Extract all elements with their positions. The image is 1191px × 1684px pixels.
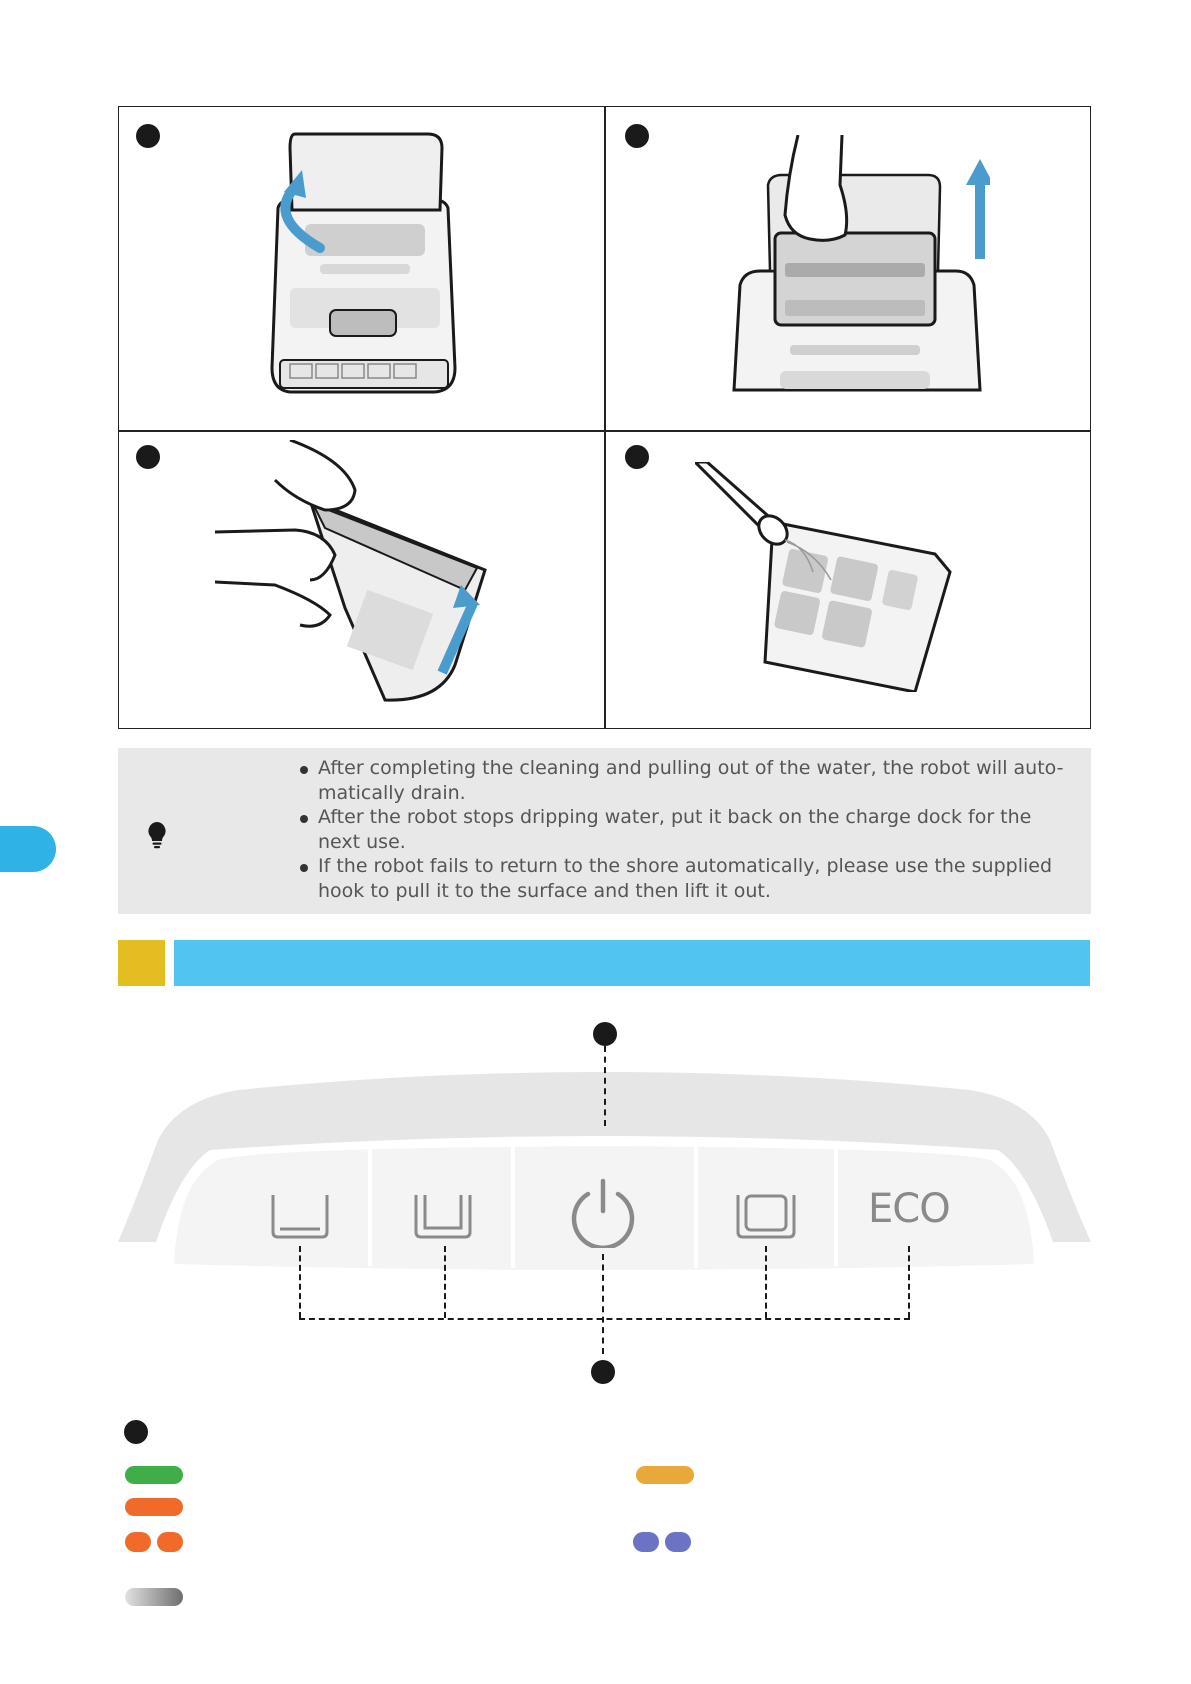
robot-lid-opening-illustration <box>270 132 457 394</box>
step-marker <box>625 124 649 148</box>
gray-fading-indicator <box>125 1588 183 1606</box>
power-icon[interactable] <box>568 1178 638 1248</box>
led-dot <box>125 1532 151 1552</box>
lightbulb-icon <box>148 822 166 849</box>
tip-text: matically drain. <box>318 781 466 804</box>
tip-list: After completing the cleaning and pullin… <box>298 756 1068 903</box>
orange-blinking-indicator <box>125 1532 185 1552</box>
led-dot <box>665 1532 691 1552</box>
callout-marker <box>591 1360 615 1384</box>
step-marker <box>136 124 160 148</box>
filter-rinsing-illustration <box>695 462 952 692</box>
list-item: After completing the cleaning and pullin… <box>298 756 1068 805</box>
callout-marker <box>593 1022 617 1046</box>
led-dot <box>633 1532 659 1552</box>
tip-box <box>118 748 1091 914</box>
step-marker <box>625 445 649 469</box>
filter-basket-emptying-illustration <box>215 440 487 702</box>
list-item: After the robot stops dripping water, pu… <box>298 805 1068 854</box>
callout-line <box>444 1246 446 1318</box>
list-item: If the robot fails to return to the shor… <box>298 854 1068 903</box>
floor-mode-icon[interactable] <box>270 1192 330 1240</box>
grid-divider <box>118 430 1091 432</box>
waterline-mode-icon[interactable] <box>735 1192 797 1240</box>
section-number-block <box>118 940 165 986</box>
tip-text: After the robot stops dripping water, pu… <box>318 806 1032 828</box>
legend-marker <box>124 1420 148 1444</box>
tip-text: If the robot fails to return to the shor… <box>318 855 1053 877</box>
callout-line <box>604 1046 606 1126</box>
amber-solid-indicator <box>636 1466 694 1484</box>
callout-line <box>908 1246 910 1318</box>
callout-line <box>299 1246 301 1318</box>
callout-line <box>602 1254 604 1354</box>
grid-divider <box>604 106 606 729</box>
callout-line <box>765 1246 767 1318</box>
filter-basket-lifting-illustration <box>732 135 990 392</box>
floor-and-wall-mode-icon[interactable] <box>413 1192 473 1240</box>
callout-line <box>299 1318 910 1320</box>
orange-solid-indicator <box>125 1498 183 1516</box>
tip-text: After completing the cleaning and pullin… <box>318 757 1064 779</box>
tip-text: hook to pull it to the surface and then … <box>318 879 771 902</box>
purple-blinking-indicator <box>633 1532 693 1552</box>
step-marker <box>136 445 160 469</box>
tip-text: next use. <box>318 830 406 853</box>
eco-button[interactable]: ECO <box>868 1186 951 1232</box>
chapter-tab <box>0 826 56 872</box>
section-title-bar <box>174 940 1090 986</box>
green-solid-indicator <box>125 1466 183 1484</box>
led-dot <box>157 1532 183 1552</box>
